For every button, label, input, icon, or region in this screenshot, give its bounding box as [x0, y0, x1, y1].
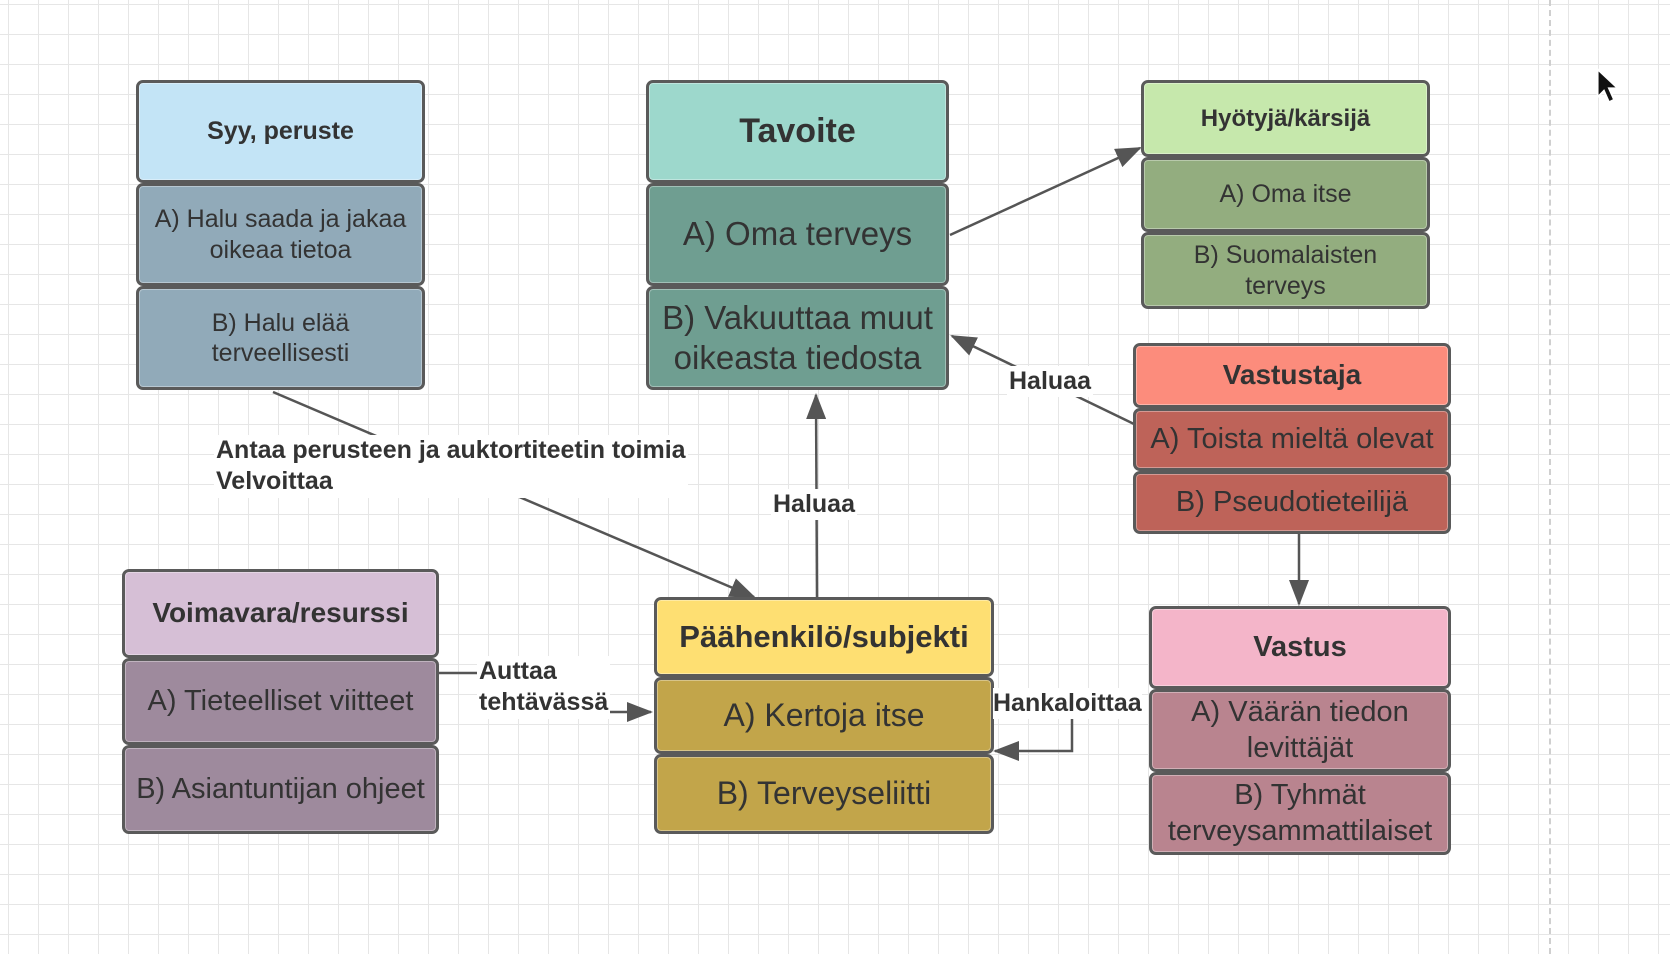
- voimavara-item-a[interactable]: A) Tieteelliset viitteet: [122, 658, 439, 745]
- tavoite-item-b[interactable]: B) Vakuuttaa muut oikeasta tiedosta: [646, 286, 949, 390]
- label-haluaa-vastustaja: Haluaa: [1007, 366, 1093, 398]
- vastus-item-b[interactable]: B) Tyhmät terveysammattilaiset: [1149, 772, 1451, 855]
- label-antaa-perusteen: Antaa perusteen ja auktortiteetin toimia…: [214, 435, 688, 498]
- paahenkilo-header[interactable]: Päähenkilö/subjekti: [654, 597, 994, 677]
- paahenkilo-item-b[interactable]: B) Terveyseliitti: [654, 754, 994, 834]
- paahenkilo-item-a[interactable]: A) Kertoja itse: [654, 677, 994, 754]
- voimavara-header[interactable]: Voimavara/resurssi: [122, 569, 439, 658]
- tavoite-header[interactable]: Tavoite: [646, 80, 949, 183]
- connector-tavoite-to-hyotyja: [949, 146, 1142, 237]
- vastus-header[interactable]: Vastus: [1149, 606, 1451, 689]
- hyotyja-header[interactable]: Hyötyjä/kärsijä: [1141, 80, 1430, 157]
- vastustaja-item-a[interactable]: A) Toista mieltä olevat: [1133, 408, 1451, 471]
- syy-item-a[interactable]: A) Halu saada ja jakaa oikeaa tietoa: [136, 183, 425, 286]
- vastus-item-a[interactable]: A) Väärän tiedon levittäjät: [1149, 689, 1451, 772]
- connector-vastus-to-paahenkilo: [993, 712, 1074, 761]
- syy-item-b[interactable]: B) Halu elää terveellisesti: [136, 286, 425, 390]
- label-auttaa-tehtavassa: Auttaa tehtävässä: [477, 656, 611, 719]
- vastustaja-item-b[interactable]: B) Pseudotieteilijä: [1133, 471, 1451, 534]
- hyotyja-item-a[interactable]: A) Oma itse: [1141, 157, 1430, 232]
- tavoite-item-a[interactable]: A) Oma terveys: [646, 183, 949, 286]
- page-boundary-line: [1549, 0, 1551, 954]
- label-hankaloittaa: Hankaloittaa: [993, 688, 1142, 720]
- label-haluaa-up: Haluaa: [771, 489, 857, 521]
- mouse-pointer-icon: [1596, 68, 1621, 104]
- voimavara-item-b[interactable]: B) Asiantuntijan ohjeet: [122, 745, 439, 834]
- syy-header[interactable]: Syy, peruste: [136, 80, 425, 183]
- hyotyja-item-b[interactable]: B) Suomalaisten terveys: [1141, 232, 1430, 309]
- vastustaja-header[interactable]: Vastustaja: [1133, 343, 1451, 408]
